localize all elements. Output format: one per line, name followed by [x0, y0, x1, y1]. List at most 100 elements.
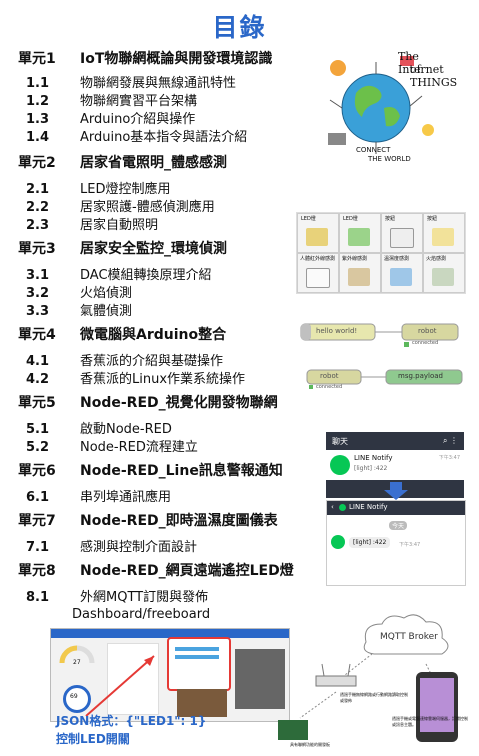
- unit-name: Node-RED_網頁遠端遙控LED燈: [80, 563, 294, 579]
- unit-name: Node-RED_視覺化開發物聯網: [80, 395, 278, 411]
- flow-node-label: robot: [418, 327, 437, 335]
- toc-item: 2.1 LED燈控制應用: [26, 178, 170, 197]
- toc-item: 2.2 居家照護-體感偵測應用: [26, 196, 215, 215]
- dashboard-caption: Dashboard/freeboard: [72, 607, 211, 622]
- unit-2-heading: 單元2 居家省電照明_體感感測: [18, 152, 227, 172]
- unit-name: 居家安全監控_環境偵測: [80, 241, 227, 257]
- item-text: Arduino基本指令與語法介紹: [80, 130, 248, 145]
- toc-item: 1.2 物聯網實習平台架構: [26, 90, 197, 109]
- sensor-modules-image: LED燈 LED燈 按鈕 按鈕 人體紅外線感測 紫外線感測 溫濕度感測 火焰感測: [296, 212, 466, 294]
- unit-number: 單元2: [18, 155, 56, 171]
- item-text: LED燈控制應用: [80, 182, 171, 197]
- flow-status: connected: [412, 340, 439, 346]
- sensor-cell: 按鈕: [423, 213, 465, 253]
- iot-world-illustration: The Internet of THINGS CONNECT THE WORLD: [318, 38, 468, 168]
- item-number: 5.2: [26, 440, 50, 455]
- sensor-cell: LED燈: [339, 213, 381, 253]
- chat-time: 下午3:47: [438, 455, 460, 461]
- notify-avatar: [331, 535, 345, 549]
- dashboard-screenshot: 27 69: [50, 628, 290, 722]
- item-text: 火焰偵測: [80, 286, 133, 301]
- unit-name: 居家省電照明_體感感測: [80, 155, 227, 171]
- mqtt-note: 具有聯網功能的開發板: [290, 742, 330, 747]
- line-logo-icon: [339, 504, 346, 511]
- item-text: Arduino介紹與操作: [80, 112, 196, 127]
- sensor-label: 按鈕: [385, 216, 396, 222]
- iot-title-line1: The Internet: [398, 50, 444, 76]
- connect-text: CONNECT: [356, 146, 391, 154]
- item-number: 4.2: [26, 372, 50, 387]
- item-text: 啟動Node-RED: [80, 422, 172, 437]
- unit-5-heading: 單元5 Node-RED_視覺化開發物聯網: [18, 392, 278, 412]
- item-number: 3.1: [26, 268, 50, 283]
- item-number: 1.1: [26, 76, 50, 91]
- control-led-label: 控制LED開關: [56, 732, 130, 746]
- unit-number: 單元5: [18, 395, 56, 411]
- down-arrow-icon: [384, 482, 408, 500]
- mqtt-architecture-illustration: MQTT Broker 透過手機無線網路或行動網路讀取控制或發佈 透過手機或電腦…: [276, 612, 474, 752]
- node-red-flow-1: hello world! robot connected: [300, 320, 460, 348]
- chat-title: LINE Notify: [349, 503, 388, 511]
- gauge-icon: [59, 645, 95, 664]
- sensor-label: 人體紅外線感測: [300, 256, 336, 262]
- line-chat-list-screenshot: 聊天 ⌕ ⋮ LINE Notify [light] :422 下午3:47: [326, 432, 464, 500]
- sensor-label: 按鈕: [427, 216, 438, 222]
- chat-message: [light] :422: [349, 537, 391, 548]
- item-text: 香蕉派的介紹與基礎操作: [80, 354, 224, 369]
- item-number: 6.1: [26, 490, 50, 505]
- unit-number: 單元4: [18, 327, 56, 343]
- item-text: 物聯網發展與無線通訊特性: [80, 76, 237, 91]
- item-number: 1.2: [26, 94, 50, 109]
- unit-number: 單元7: [18, 513, 56, 529]
- item-text: 感測與控制介面設計: [80, 540, 198, 555]
- sensor-label: 溫濕度感測: [384, 256, 410, 262]
- sensor-label: LED燈: [343, 216, 358, 222]
- item-number: 8.1: [26, 590, 50, 605]
- line-chat-detail-screenshot: ‹ LINE Notify 今天 [light] :422 下午3:47: [326, 500, 466, 586]
- unit-number: 單元3: [18, 241, 56, 257]
- flow-node-label: robot: [320, 372, 339, 380]
- sensor-cell: LED燈: [297, 213, 339, 253]
- sensor-label: 火焰感測: [426, 256, 447, 262]
- unit-number: 單元6: [18, 463, 56, 479]
- message-time: 下午3:47: [399, 542, 421, 548]
- flow-node-label: msg.payload: [398, 372, 443, 380]
- flow-status: connected: [316, 384, 343, 390]
- item-number: 2.1: [26, 182, 50, 197]
- item-text: 居家自動照明: [80, 218, 159, 233]
- world-text: THE WORLD: [368, 155, 411, 163]
- mqtt-broker-label: MQTT Broker: [380, 632, 438, 642]
- item-text: 居家照護-體感偵測應用: [80, 200, 215, 215]
- sensor-label: 紫外線感測: [342, 256, 368, 262]
- item-number: 2.3: [26, 218, 50, 233]
- chat-preview: [light] :422: [354, 465, 388, 472]
- item-number: 2.2: [26, 200, 50, 215]
- toc-item: 1.1 物聯網發展與無線通訊特性: [26, 72, 236, 91]
- sensor-cell: 按鈕: [381, 213, 423, 253]
- unit-name: Node-RED_Line訊息警報通知: [80, 463, 283, 479]
- sensor-cell: 火焰感測: [423, 253, 465, 293]
- item-text: 物聯網實習平台架構: [80, 94, 198, 109]
- item-text: Node-RED流程建立: [80, 440, 198, 455]
- unit-3-heading: 單元3 居家安全監控_環境偵測: [18, 238, 227, 258]
- node-red-flow-2: robot msg.payload connected: [306, 368, 466, 390]
- line-notify-avatar: [330, 455, 350, 475]
- chat-sender: LINE Notify: [354, 454, 393, 462]
- unit-number: 單元1: [18, 51, 56, 67]
- header-icons: ⌕ ⋮: [442, 436, 458, 445]
- gauge-value: 69: [70, 693, 78, 700]
- mqtt-note: 透過手機或電腦連線雲端伺服器，訂閱控制或訊息主題。: [392, 716, 468, 727]
- unit-6-heading: 單元6 Node-RED_Line訊息警報通知: [18, 460, 283, 480]
- chat-header: 聊天: [332, 437, 348, 446]
- item-number: 1.3: [26, 112, 50, 127]
